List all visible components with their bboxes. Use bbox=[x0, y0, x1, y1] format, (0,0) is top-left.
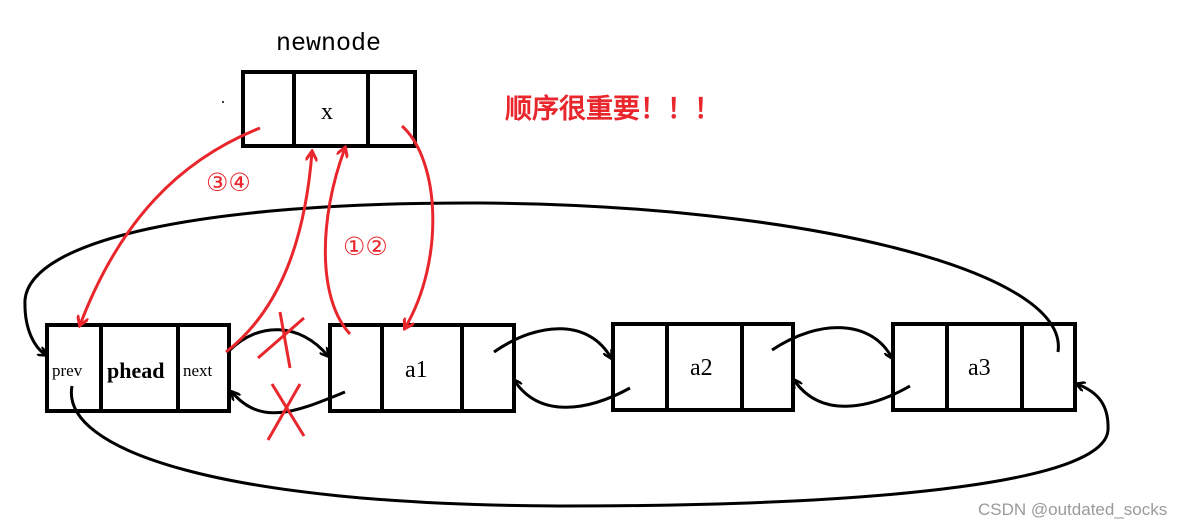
arrow-a3-prev-to-a2 bbox=[794, 380, 911, 408]
order-note: 顺序很重要！！！ bbox=[505, 94, 721, 125]
newnode-title: newnode bbox=[276, 29, 382, 58]
red-arrow-phead-next-to-newnode bbox=[225, 152, 312, 354]
step-label-1-2: ①② bbox=[343, 232, 388, 261]
node-a1-label: a1 bbox=[405, 357, 428, 383]
phead-prev-label: prev bbox=[52, 361, 83, 380]
arrow-a3-next-to-phead bbox=[23, 201, 1060, 355]
node-a1-box bbox=[328, 323, 516, 413]
arrow-a1-next-to-a2 bbox=[493, 327, 611, 358]
cross-mark-lower bbox=[266, 383, 306, 441]
phead-next-label: next bbox=[183, 361, 213, 380]
red-arrow-newnode-next-to-a1 bbox=[400, 124, 435, 328]
cross-mark-upper bbox=[257, 311, 305, 369]
arrow-a2-next-to-a3 bbox=[771, 326, 892, 358]
phead-label: phead bbox=[107, 358, 165, 383]
node-a2-box bbox=[611, 322, 795, 412]
phead-box bbox=[45, 323, 231, 413]
red-arrow-newnode-prev-to-phead bbox=[80, 126, 261, 325]
stray-dot bbox=[222, 101, 224, 103]
red-arrow-a1-prev-to-newnode bbox=[323, 148, 352, 336]
newnode-box bbox=[241, 70, 417, 148]
watermark: CSDN @outdated_socks bbox=[978, 500, 1168, 519]
arrow-a2-prev-to-a1 bbox=[514, 380, 631, 409]
arrow-phead-prev-to-a3 bbox=[69, 384, 1110, 508]
node-a3-box bbox=[891, 322, 1077, 412]
node-a3-label: a3 bbox=[968, 355, 991, 381]
node-a2-label: a2 bbox=[690, 355, 713, 381]
newnode-value: x bbox=[321, 99, 333, 125]
step-label-3-4: ③④ bbox=[206, 168, 251, 197]
